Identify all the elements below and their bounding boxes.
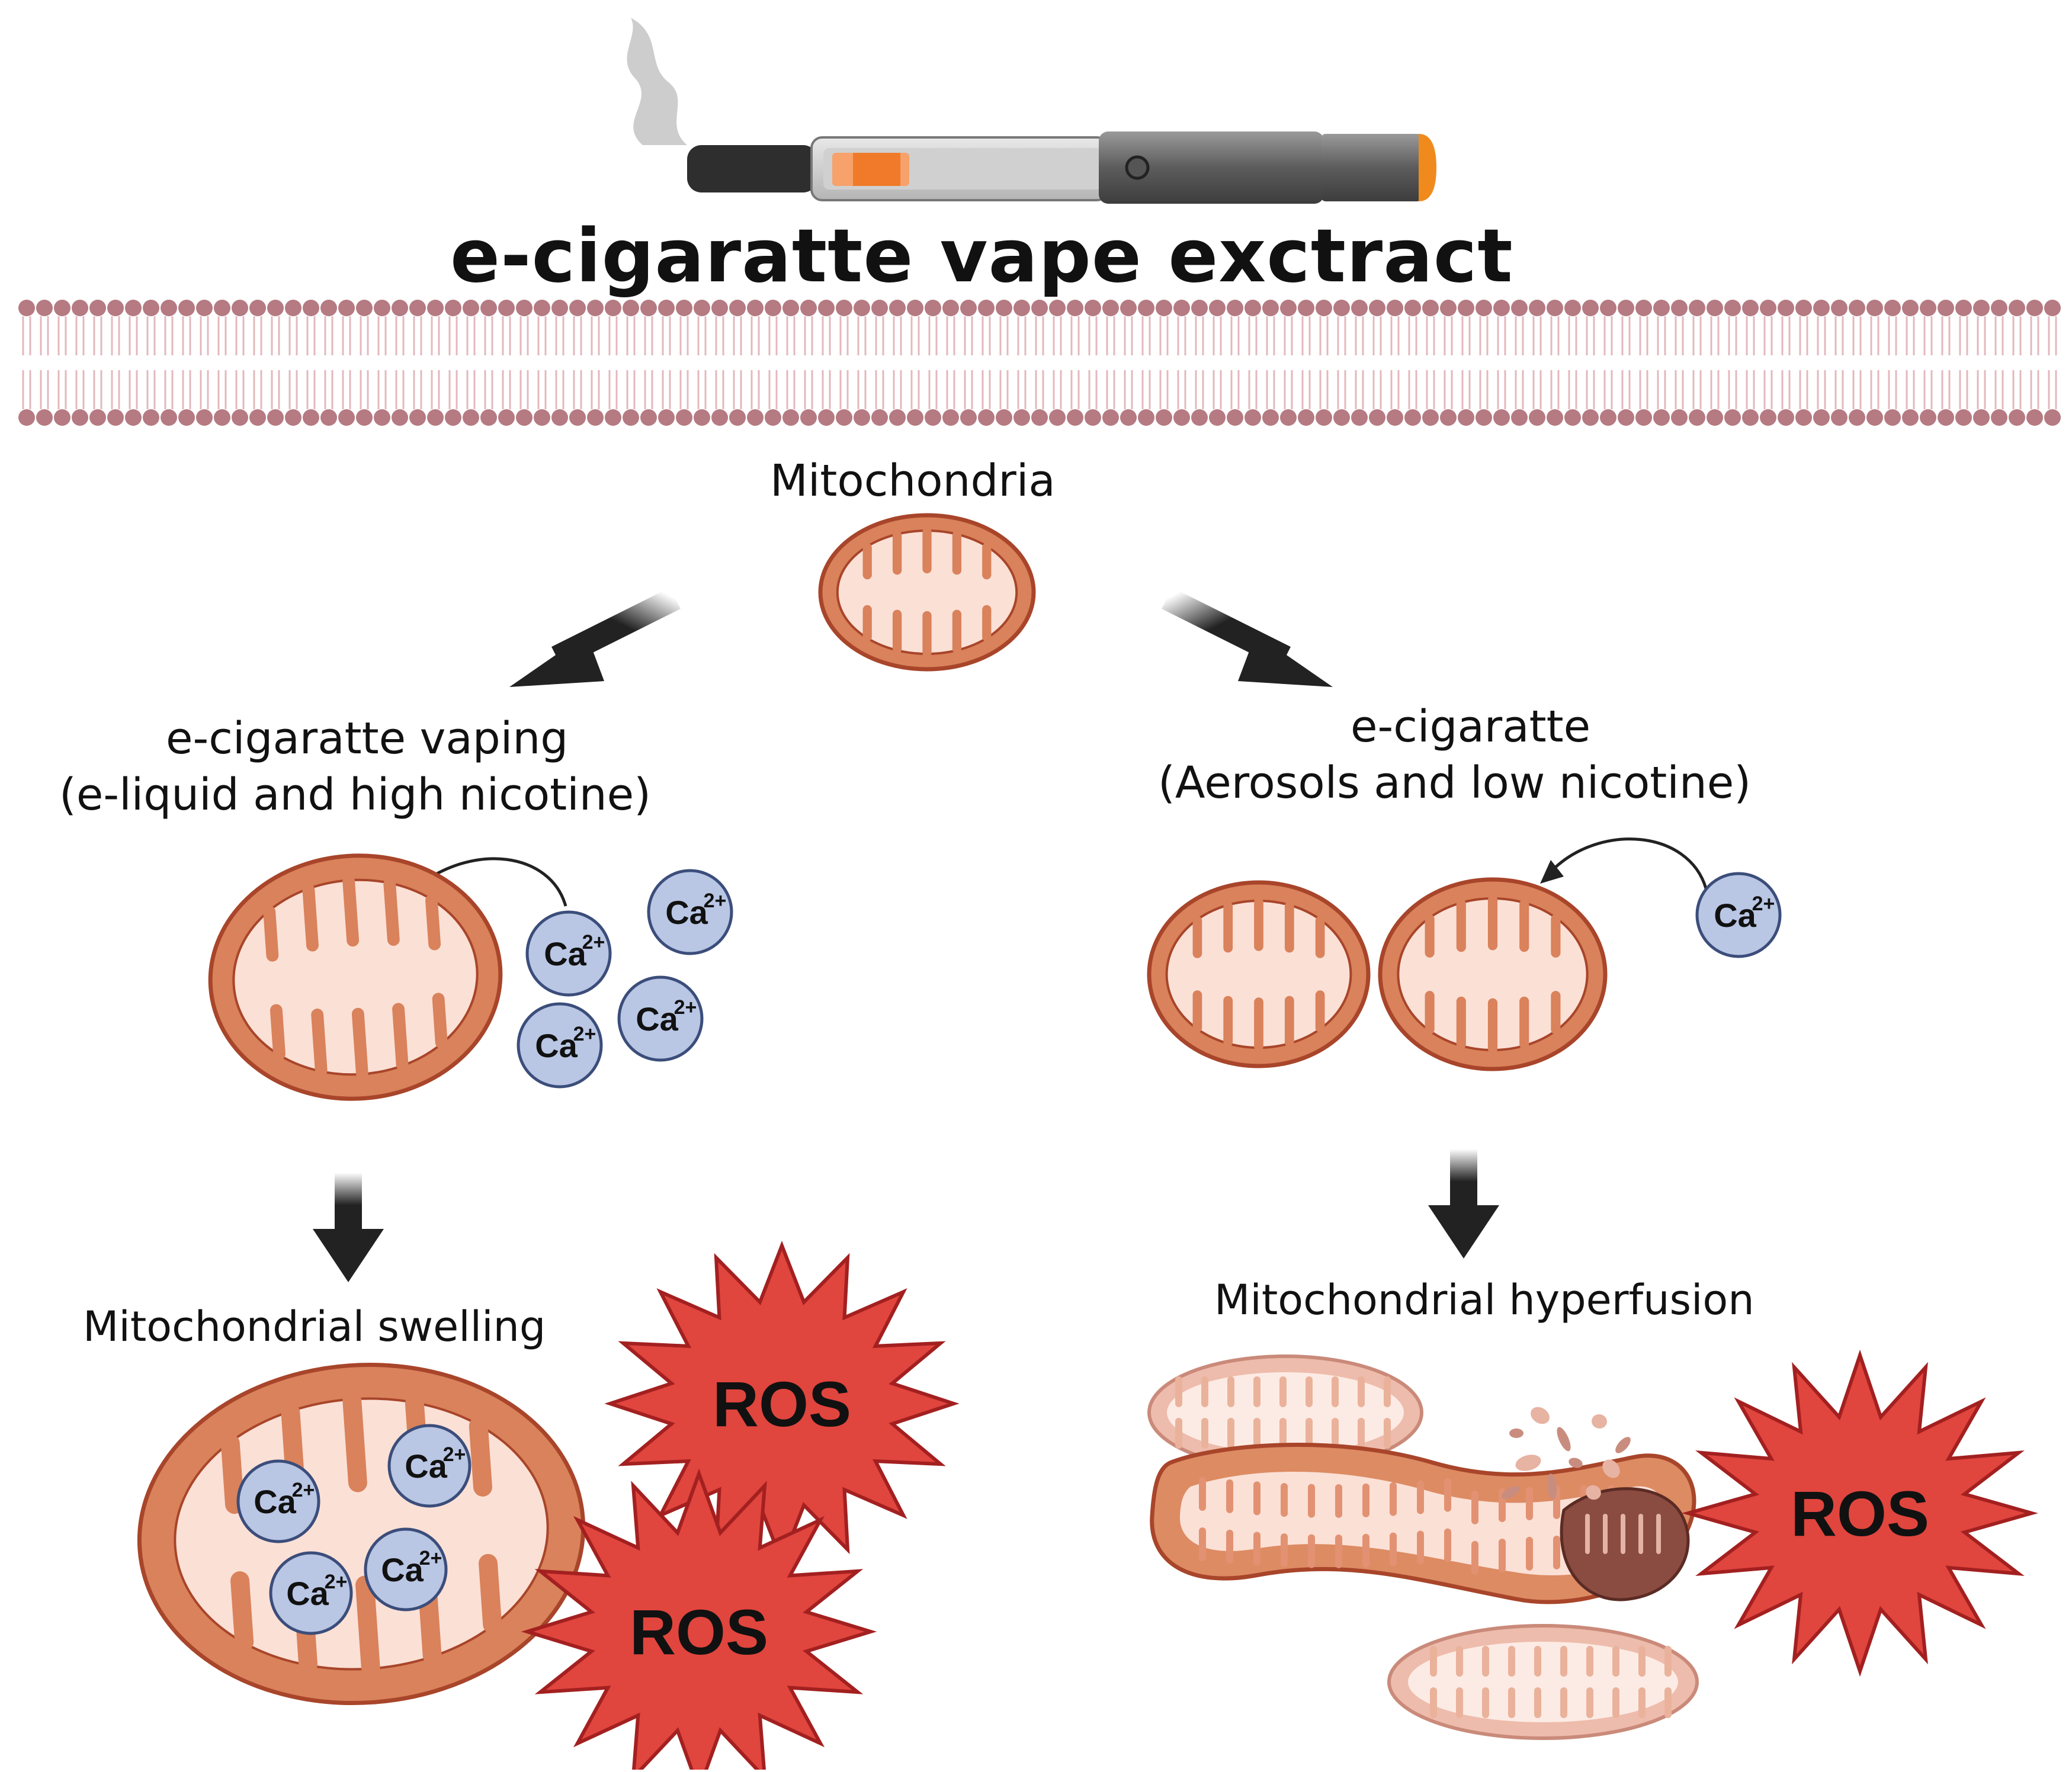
- mitochondrion-left-branch: [208, 853, 503, 1101]
- ca-ion-charge: 2+: [704, 890, 727, 912]
- ca-ion-4: Ca2+: [617, 975, 704, 1062]
- ca-ion-5: Ca2+: [1695, 872, 1782, 958]
- arrow-to-left-branch: [509, 588, 681, 687]
- ros-label: ROS: [630, 1596, 768, 1668]
- ca-ion-symbol: Ca: [405, 1447, 447, 1485]
- ca-ion-1: Ca2+: [525, 910, 612, 997]
- ros-label: ROS: [1791, 1478, 1929, 1549]
- ca-ion-symbol: Ca: [286, 1575, 329, 1612]
- ca-ion-charge: 2+: [419, 1547, 442, 1569]
- ca-ion-symbol: Ca: [254, 1483, 296, 1520]
- ca-ion-charge: 2+: [292, 1479, 315, 1501]
- fragmented-mitochondrion: [1501, 1407, 1690, 1601]
- right-heading-line1: e-cigaratte: [1351, 701, 1591, 752]
- vapor-smoke-icon: [627, 18, 687, 145]
- faded-mitochondrion-top: [1147, 1354, 1423, 1471]
- faded-mitochondrion-bottom: [1387, 1624, 1699, 1740]
- mitochondrion-fusing-left: [1147, 880, 1371, 1068]
- ca-ion-charge: 2+: [582, 931, 605, 954]
- right-outcome-label: Mitochondrial hyperfusion: [1214, 1276, 1755, 1324]
- ca-ion-charge: 2+: [1752, 893, 1775, 915]
- mitochondria-label: Mitochondria: [770, 455, 1056, 506]
- mitochondrion-fusing-right: [1378, 877, 1608, 1071]
- left-heading-line2: (e-liquid and high nicotine): [59, 769, 652, 820]
- ca-ion-symbol: Ca: [665, 894, 708, 931]
- ros-burst-3: ROS: [1682, 1349, 2038, 1677]
- mitochondrion-swollen: [137, 1362, 586, 1706]
- vape-device-icon: [627, 18, 1436, 204]
- ca-ion-charge: 2+: [325, 1571, 348, 1593]
- ros-burst-2: ROS: [521, 1468, 877, 1772]
- ros-label: ROS: [713, 1368, 851, 1440]
- mitochondrion-top: [818, 513, 1036, 672]
- ca-uptake-arrow-right: [1540, 837, 1708, 889]
- ca-ion-symbol: Ca: [544, 935, 586, 972]
- ca-ion-symbol: Ca: [381, 1551, 424, 1588]
- ca-ion-7: Ca2+: [387, 1424, 472, 1508]
- hyperfusion-cluster: [1147, 1354, 1699, 1740]
- arrow-down-left: [313, 1173, 384, 1282]
- ca-ion-2: Ca2+: [647, 869, 733, 955]
- arrow-to-right-branch: [1162, 588, 1333, 687]
- ca-ion-6: Ca2+: [236, 1459, 320, 1543]
- ca-ion-symbol: Ca: [535, 1027, 578, 1064]
- left-outcome-label: Mitochondrial swelling: [83, 1302, 546, 1351]
- ca-ion-symbol: Ca: [1714, 897, 1756, 934]
- page-title: e-cigaratte vape exctract: [450, 214, 1513, 299]
- left-heading-line1: e-cigaratte vaping: [166, 713, 569, 764]
- ca-ion-symbol: Ca: [636, 1000, 678, 1038]
- ca-ion-charge: 2+: [443, 1443, 466, 1466]
- ca-ion-9: Ca2+: [364, 1527, 448, 1612]
- ca-ion-charge: 2+: [573, 1023, 596, 1045]
- ca-ion-3: Ca2+: [517, 1002, 603, 1089]
- ca-ion-8: Ca2+: [269, 1551, 353, 1635]
- arrow-down-right: [1428, 1149, 1499, 1259]
- right-heading-line2: (Aerosols and low nicotine): [1158, 757, 1752, 808]
- ca-ion-charge: 2+: [674, 996, 697, 1019]
- cell-membrane: [18, 300, 2061, 426]
